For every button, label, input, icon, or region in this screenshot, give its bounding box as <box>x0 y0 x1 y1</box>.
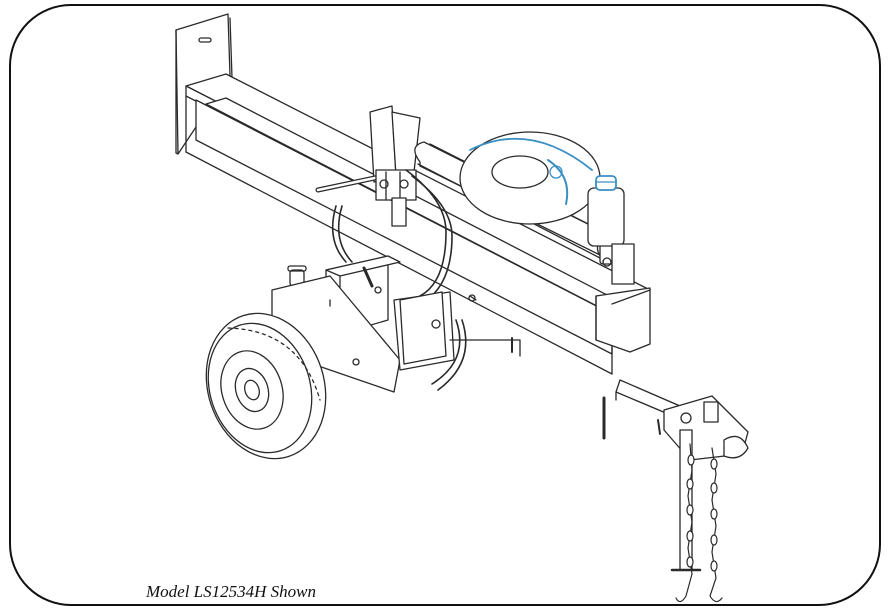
wedge <box>369 105 421 183</box>
wheel <box>205 312 327 460</box>
beam-housing <box>595 287 651 353</box>
chassis <box>271 275 521 393</box>
beam-supports <box>468 294 513 353</box>
model-caption: Model LS12534H Shown <box>146 582 316 601</box>
safety-chains <box>675 443 723 603</box>
control-valve <box>315 169 417 227</box>
hydraulic-hoses <box>331 169 467 391</box>
oil-tank <box>587 175 635 285</box>
engine <box>459 131 601 225</box>
